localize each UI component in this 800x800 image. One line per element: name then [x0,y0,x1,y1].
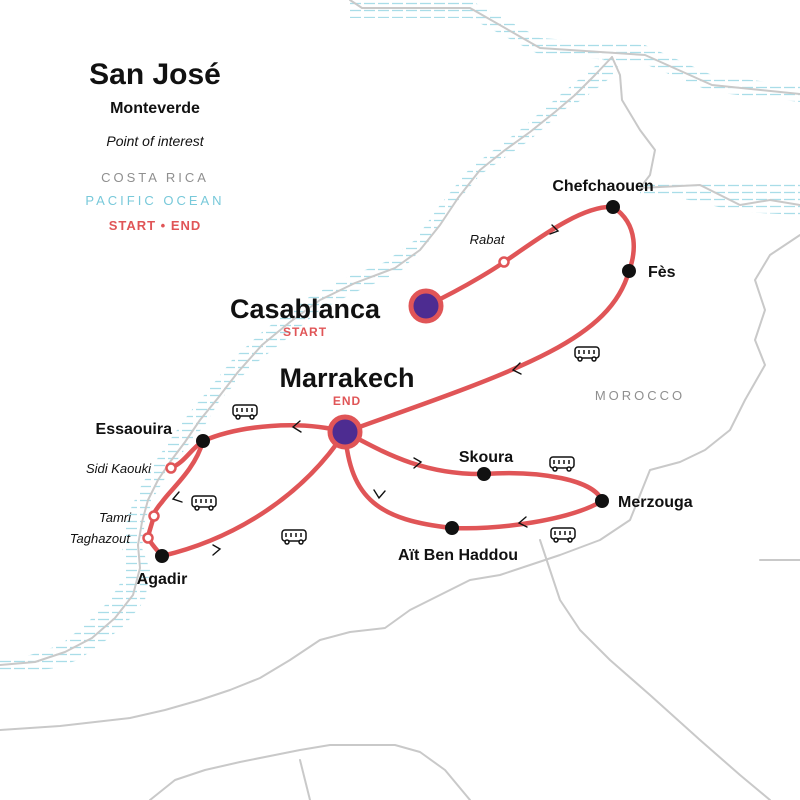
poi-label-rabat: Rabat [470,232,506,247]
stop-marker-chefchaouen [606,200,620,214]
stop-label-fes: Fès [648,264,676,281]
legend-title: San José [89,58,221,91]
major-stop-marker-casablanca [408,288,444,324]
legend-subtitle: Monteverde [110,100,200,117]
stop-label-essaouira: Essaouira [96,421,173,438]
arrow-icon [212,544,222,556]
poi-label-sidi-kaouki: Sidi Kaouki [86,461,152,476]
bus-icons [191,346,600,545]
stop-marker-merzouga [595,494,609,508]
major-stop-marker-marrakech [327,414,363,450]
direction-arrows [171,224,560,556]
legend-country: COSTA RICA [101,170,209,185]
poi-marker-taghazout [142,532,154,544]
stop-marker-fes [622,264,636,278]
arrow-icon [373,489,386,500]
arrow-icon [511,362,522,375]
stop-label-merzouga: Merzouga [618,494,693,511]
arrow-icon [517,516,528,528]
bus-icon [549,456,575,472]
poi-marker-rabat [498,256,510,268]
map-label-morocco: MOROCCO [595,388,685,403]
arrow-icon [549,224,560,235]
stop-marker-essaouira [196,434,210,448]
poi-marker-tamri [148,510,160,522]
arrow-icon [291,420,302,433]
poi-label-tamri: Tamri [99,510,132,525]
arrow-icon [171,491,183,503]
legend-start-end: START • END [108,218,202,233]
major-stop-label-marrakech: Marrakech [279,363,414,393]
stop-label-skoura: Skoura [459,449,513,466]
points-of-interest [142,256,510,544]
bus-icon [191,495,217,511]
legend-point-of-interest: Point of interest [106,133,204,149]
poi-label-taghazout: Taghazout [70,531,132,546]
arrow-icon [413,457,423,469]
stop-label-ait-ben-haddou: Aït Ben Haddou [398,547,518,564]
bus-icon [281,529,307,545]
stop-label-chefchaouen: Chefchaouen [552,178,653,195]
bus-icon [232,404,258,420]
stop-marker-skoura [477,467,491,481]
bus-icon [574,346,600,362]
poi-marker-sidi-kaouki [165,462,177,474]
major-stops [327,288,444,450]
stop-label-agadir: Agadir [137,571,188,588]
major-stop-label-casablanca: Casablanca [230,294,381,324]
stops [155,200,636,563]
major-stop-tag-marrakech: END [333,394,361,408]
stop-marker-ait-ben-haddou [445,521,459,535]
stop-marker-agadir [155,549,169,563]
bus-icon [550,527,576,543]
legend-ocean: PACIFIC OCEAN [85,193,225,208]
major-stop-tag-casablanca: START [283,325,327,339]
